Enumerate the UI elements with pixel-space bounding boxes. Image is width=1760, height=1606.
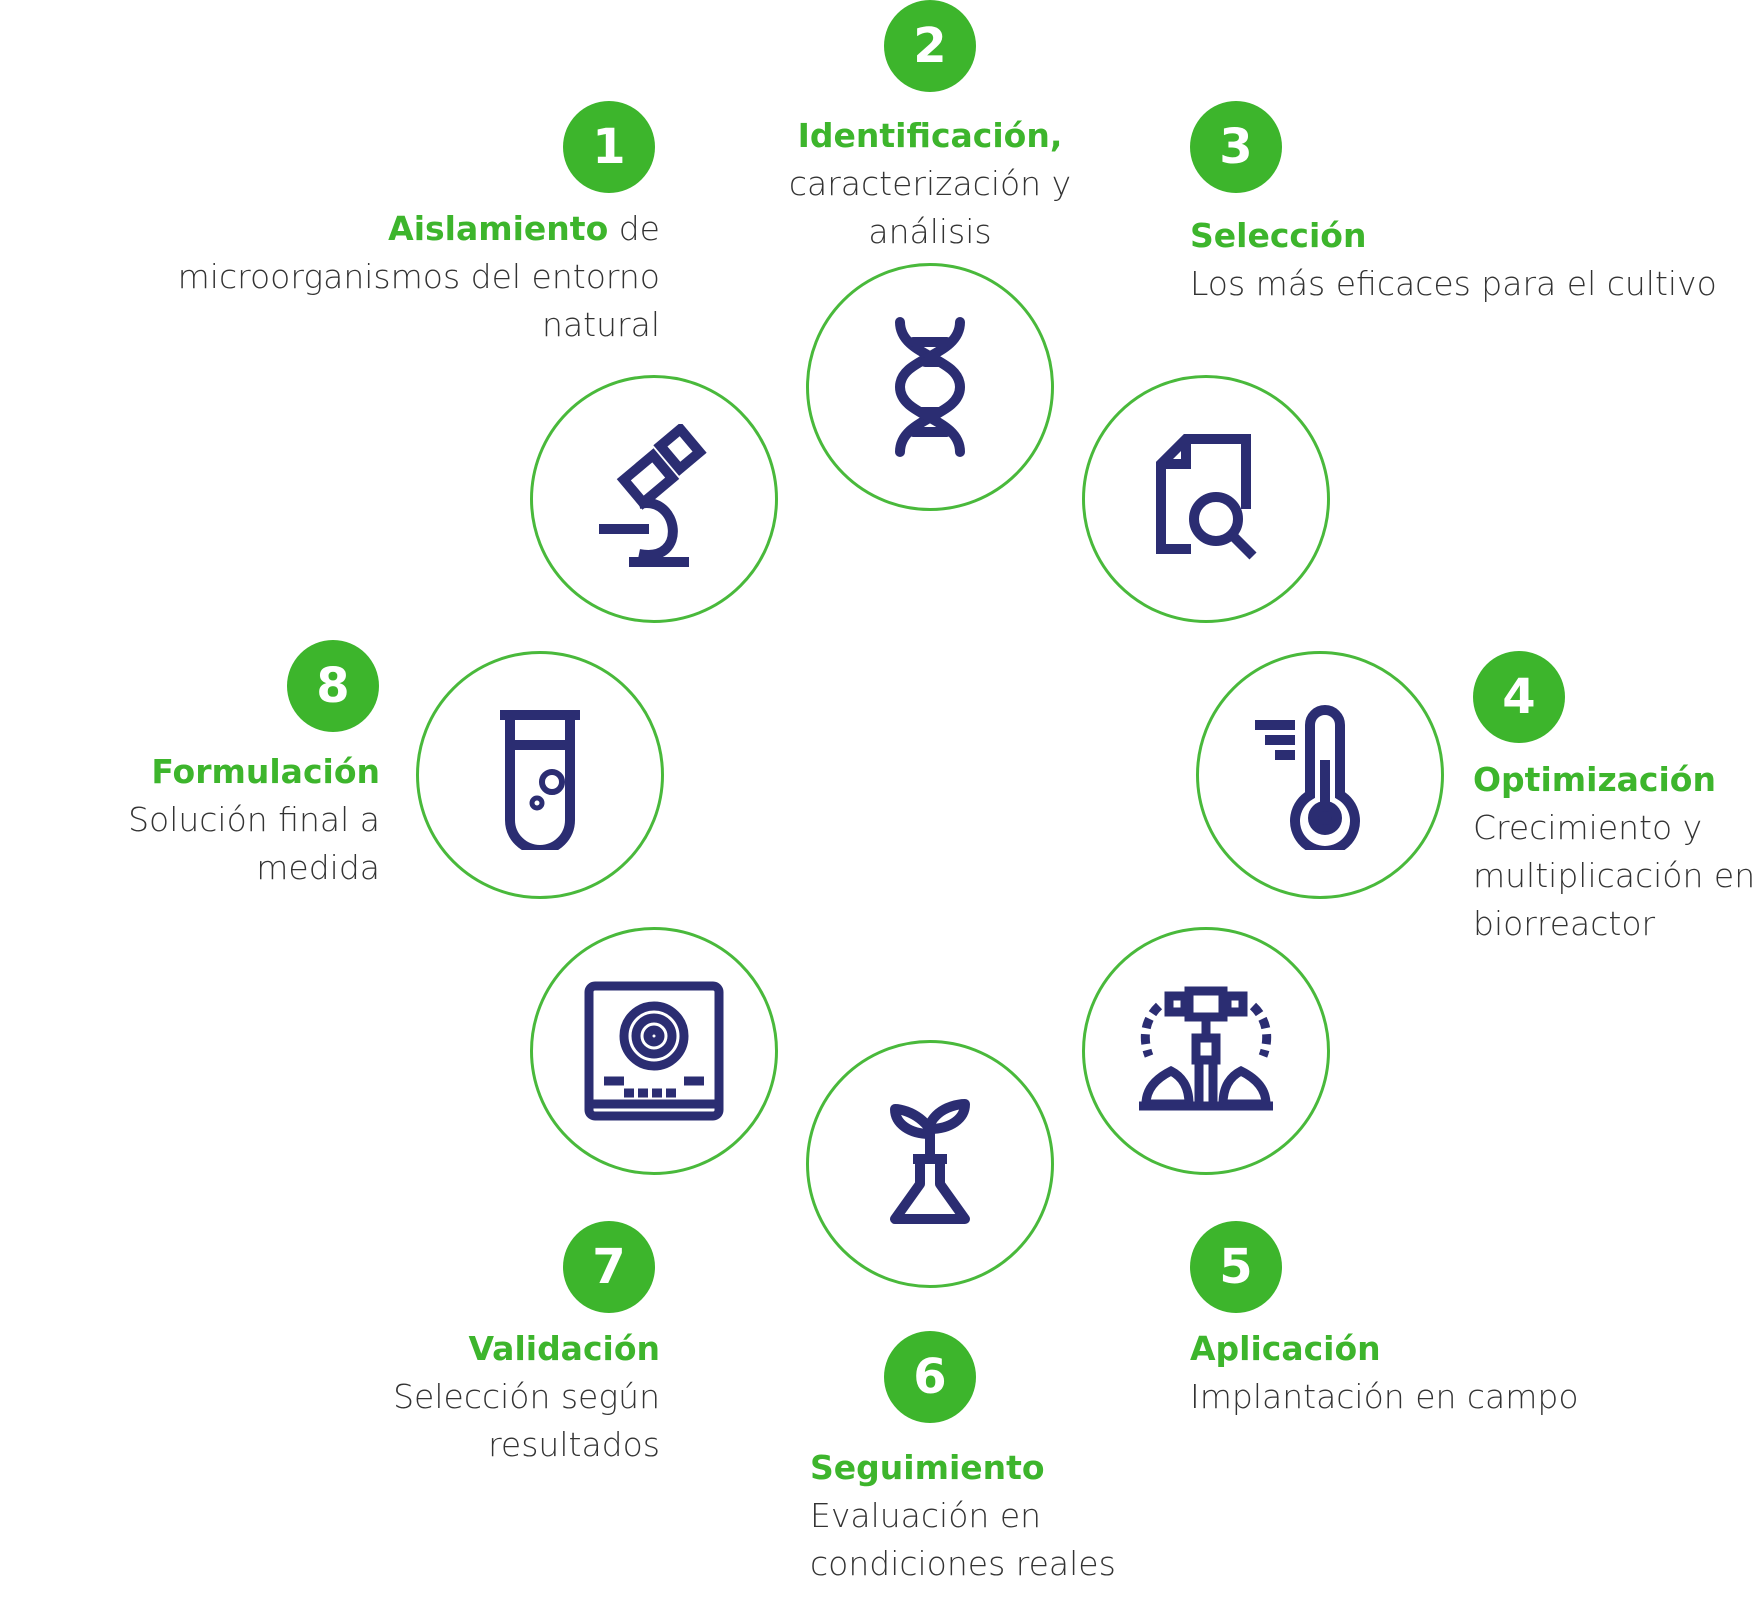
step-8-number-badge: 8	[287, 640, 379, 732]
step-2-label: Identificación, caracterización y anális…	[780, 112, 1080, 256]
step-6-icon-circle	[806, 1040, 1054, 1288]
step-5-title: Aplicación	[1190, 1329, 1381, 1368]
step-1-icon-circle	[530, 375, 778, 623]
step-2-title: Identificación,	[797, 116, 1063, 155]
thermometer-icon	[1255, 705, 1360, 850]
step-4-label: Optimización Crecimiento y multiplicació…	[1473, 756, 1758, 948]
step-7-label: Validación Selección según resultados	[330, 1325, 660, 1469]
step-4-title: Optimización	[1473, 760, 1716, 799]
dna-icon	[894, 317, 966, 457]
step-7-title: Validación	[468, 1329, 660, 1368]
step-4-number-badge: 4	[1473, 651, 1565, 743]
step-6-description: Evaluación en condiciones reales	[810, 1496, 1116, 1583]
step-3-icon-circle	[1082, 375, 1330, 623]
step-5-icon-circle	[1082, 927, 1330, 1175]
step-4-icon-circle	[1196, 651, 1444, 899]
step-8-icon-circle	[416, 651, 664, 899]
plant-flask-icon	[890, 1099, 970, 1224]
step-7-number-badge: 7	[563, 1221, 655, 1313]
step-8-title: Formulación	[151, 752, 380, 791]
step-1-label: Aislamiento de microorganismos del entor…	[140, 205, 660, 349]
sprinkler-icon	[1139, 986, 1273, 1111]
step-1-title: Aislamiento	[388, 209, 609, 248]
step-5-description: Implantación en campo	[1190, 1377, 1579, 1416]
document-search-icon	[1156, 434, 1257, 560]
step-5-label: Aplicación Implantación en campo	[1190, 1325, 1610, 1421]
step-2-icon-circle	[806, 263, 1054, 511]
step-7-description: Selección según resultados	[393, 1377, 660, 1464]
step-2-description: caracterización y análisis	[788, 164, 1072, 251]
step-1-number-badge: 1	[563, 101, 655, 193]
step-6-label: Seguimiento Evaluación en condiciones re…	[810, 1444, 1150, 1588]
step-3-number-badge: 3	[1190, 101, 1282, 193]
step-4-description: Crecimiento y multiplicación en biorreac…	[1473, 808, 1756, 943]
step-5-number-badge: 5	[1190, 1221, 1282, 1313]
step-1-description: de microorganismos del entorno natural	[177, 209, 660, 344]
test-tube-icon	[500, 710, 580, 850]
step-2-number-badge: 2	[884, 0, 976, 92]
step-6-number-badge: 6	[884, 1331, 976, 1423]
step-8-description: Solución final a medida	[128, 800, 380, 887]
step-8-label: Formulación Solución final a medida	[5, 748, 380, 892]
step-6-title: Seguimiento	[810, 1448, 1045, 1487]
step-3-label: Selección Los más eficaces para el culti…	[1190, 212, 1750, 308]
step-7-icon-circle	[530, 927, 778, 1175]
step-3-description: Los más eficaces para el cultivo	[1190, 264, 1717, 303]
petri-dish-icon	[584, 981, 724, 1121]
step-3-title: Selección	[1190, 216, 1367, 255]
microscope-icon	[599, 424, 707, 567]
